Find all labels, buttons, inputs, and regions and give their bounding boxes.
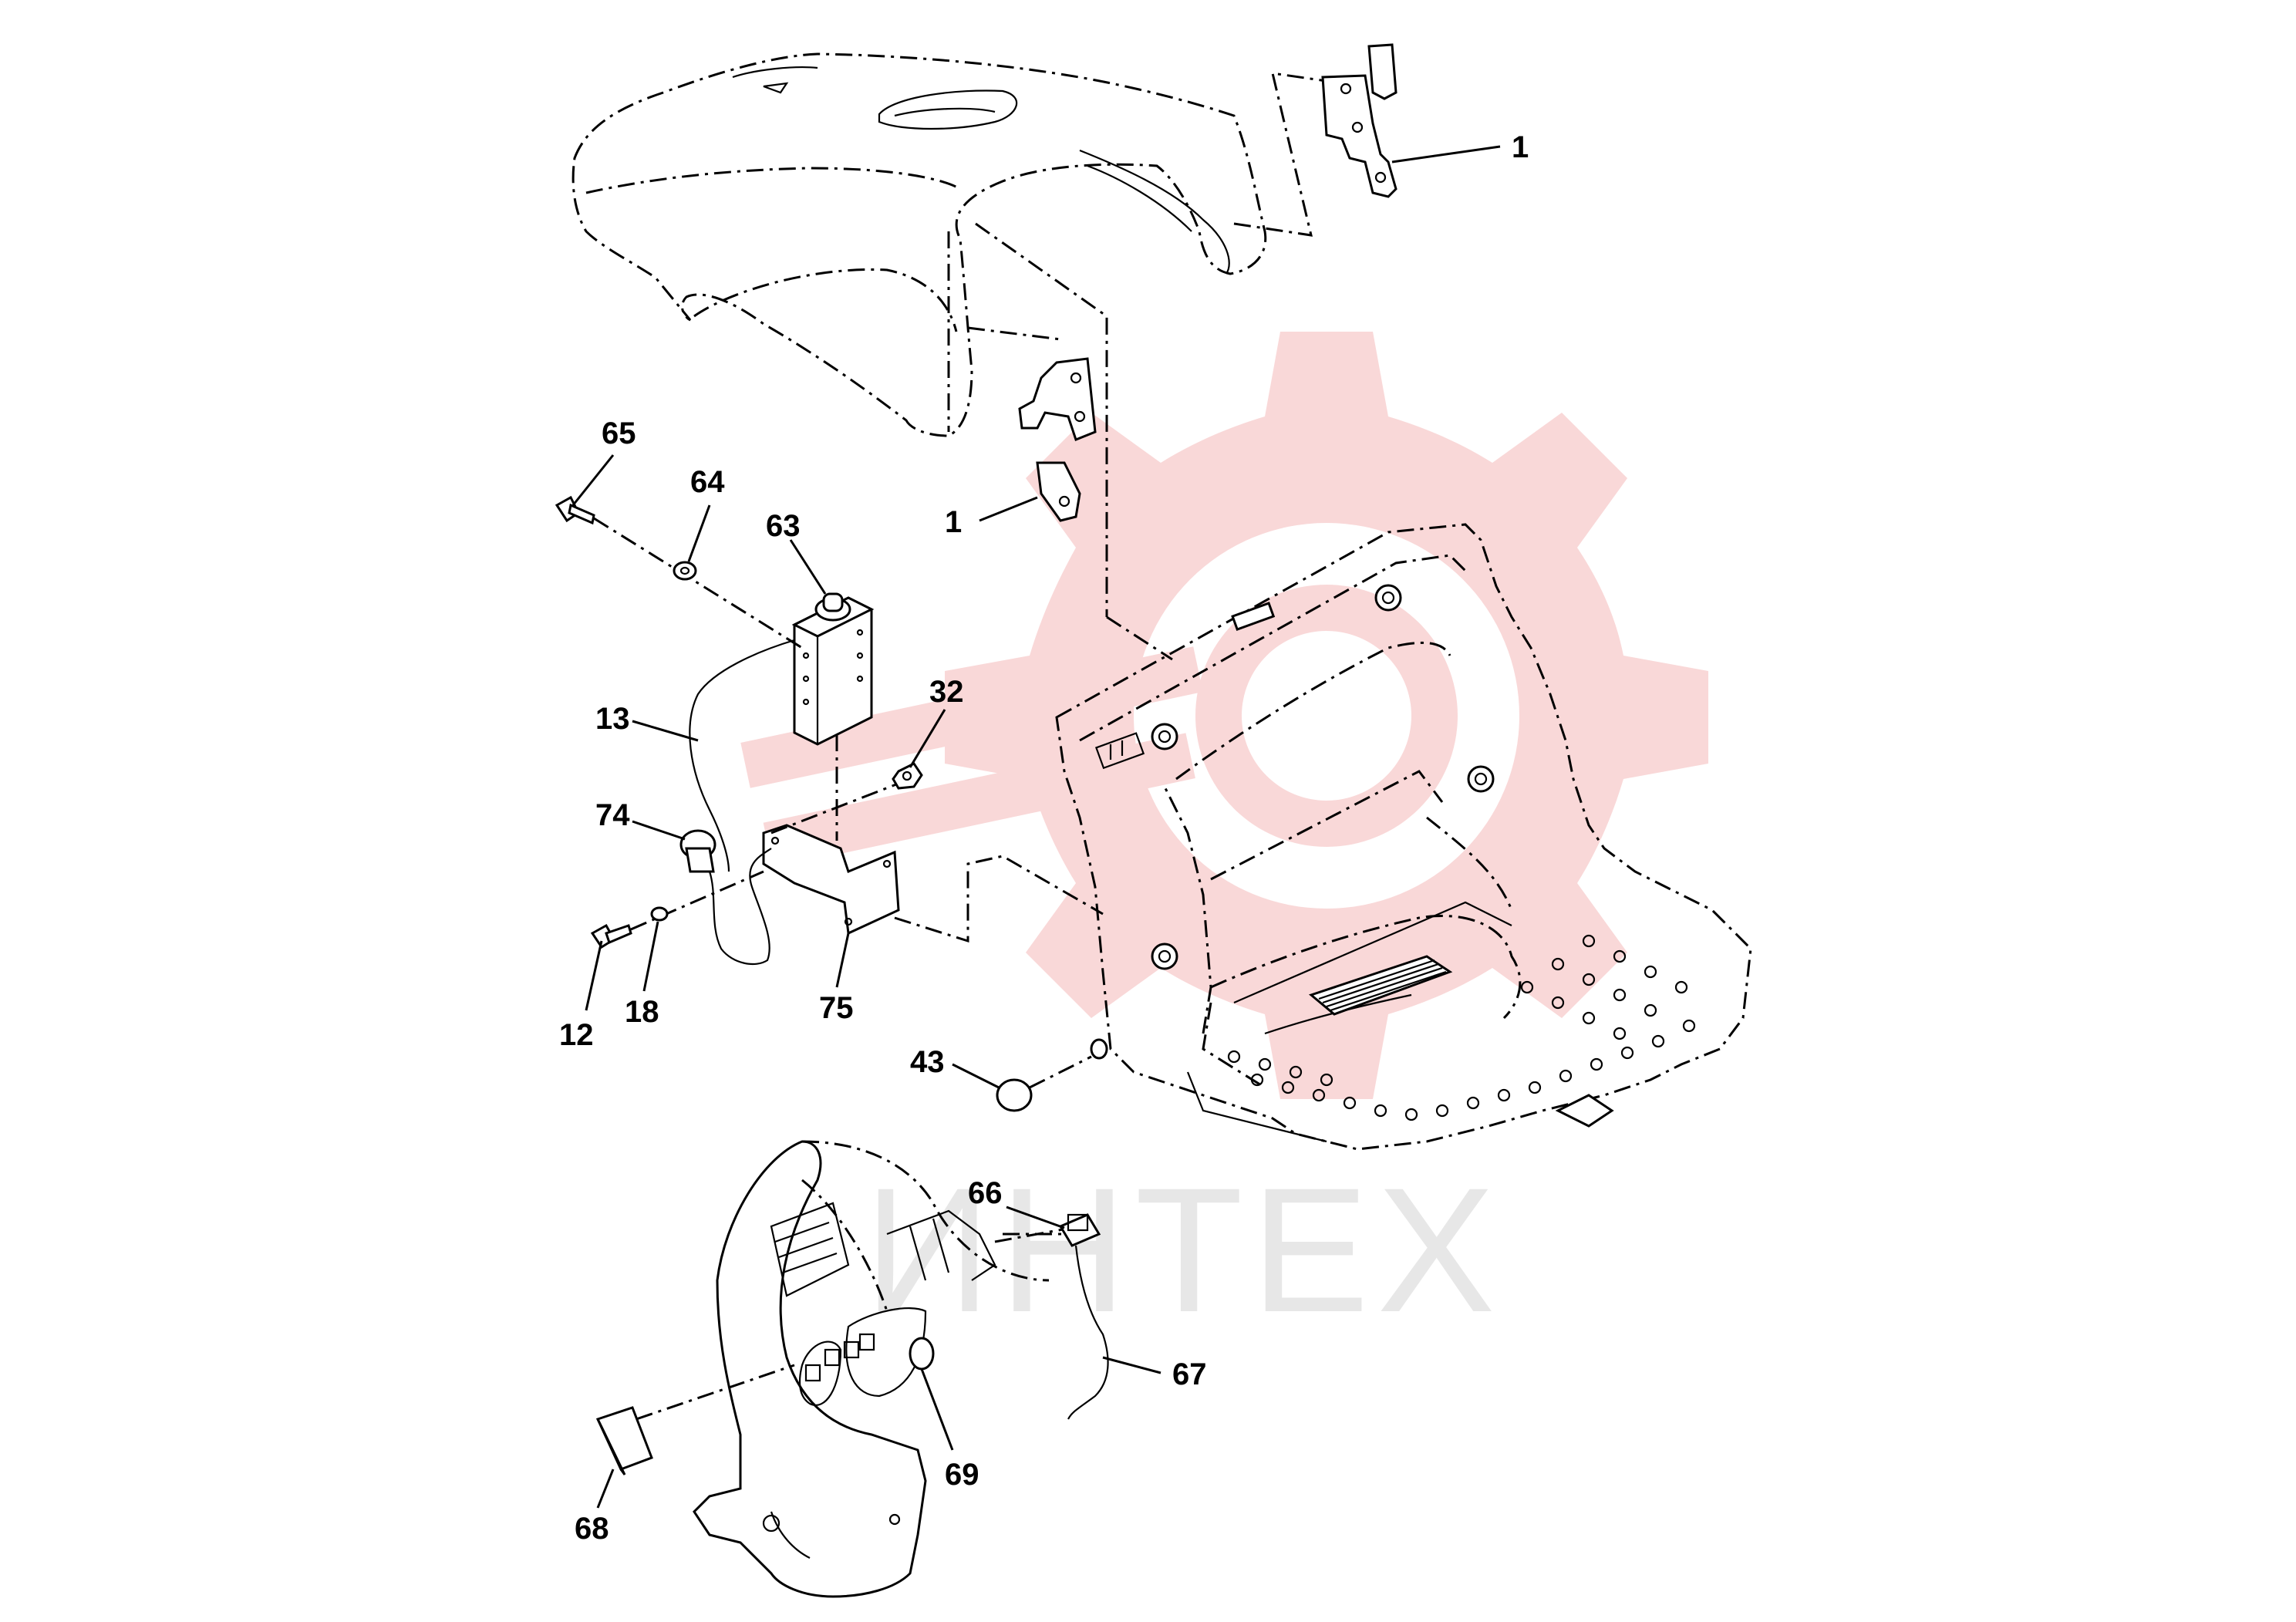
callout-66: 66 [968, 1176, 1003, 1210]
callout-64: 64 [690, 465, 725, 499]
watermark-gear-icon [740, 332, 1708, 1099]
canopy-roof [571, 52, 1267, 661]
hinge-lower-left [967, 326, 1097, 522]
cable-13 [689, 639, 795, 872]
cable-74 [708, 848, 772, 966]
bolt-65 [555, 495, 803, 649]
washer-64 [673, 561, 697, 581]
steering-console [693, 1140, 1081, 1598]
component-63 [791, 592, 875, 746]
floor-grille [1308, 955, 1453, 1016]
callout-63: 63 [766, 509, 801, 543]
switch-74 [679, 829, 716, 873]
callout-75: 75 [819, 991, 854, 1025]
callout-13: 13 [595, 702, 630, 736]
callout-12: 12 [559, 1018, 594, 1052]
callout-67: 67 [1172, 1357, 1207, 1391]
leader-lines [571, 145, 1501, 1509]
callout-74: 74 [595, 798, 630, 832]
plug-43 [996, 1038, 1108, 1112]
callout-1b: 1 [945, 505, 962, 539]
washer-18 [650, 906, 669, 922]
callout-68: 68 [575, 1512, 609, 1546]
callout-43: 43 [910, 1045, 945, 1079]
cab-frame [1055, 523, 1752, 1151]
bolt-12 [590, 870, 764, 949]
connector-66 [1058, 1213, 1101, 1247]
knob-68 [595, 1364, 795, 1475]
watermark-text: ИНТЕХ [864, 1151, 1503, 1349]
callout-69: 69 [945, 1458, 979, 1492]
callout-labels: 1 1 65 64 63 13 32 74 12 18 75 43 66 67 … [559, 130, 1529, 1546]
callout-65: 65 [602, 416, 636, 450]
hinge-upper-right [1233, 43, 1397, 237]
callout-18: 18 [625, 995, 659, 1029]
cable-67 [1067, 1245, 1109, 1420]
floor-studs [1227, 934, 1696, 1121]
cab-bosses [1151, 584, 1495, 970]
nut-32 [892, 762, 923, 790]
callout-32: 32 [929, 675, 964, 709]
callout-1: 1 [1512, 130, 1529, 164]
